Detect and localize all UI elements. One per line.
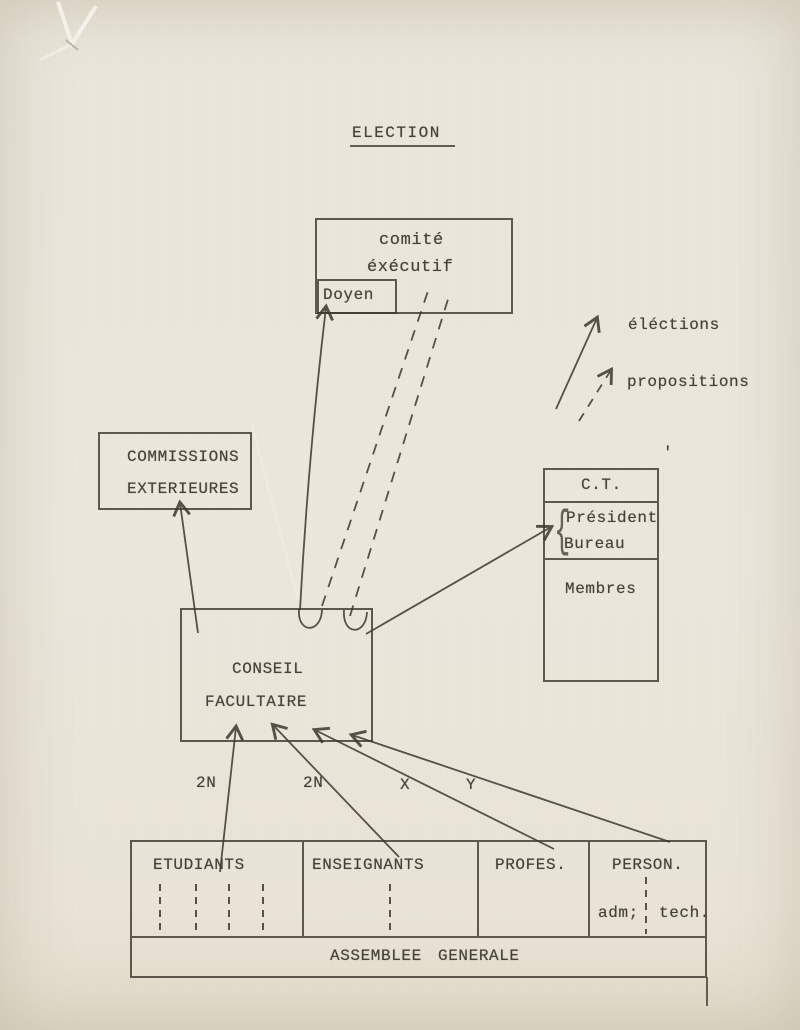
comite-line1: comité [379, 231, 444, 250]
hook-left [298, 608, 323, 629]
profes-label: PROFES. [495, 856, 567, 874]
comite-executif-box: comité éxécutif [315, 218, 513, 314]
ct-membres-label: Membres [565, 580, 637, 598]
legend-propositions-label: propositions [627, 373, 750, 391]
person-tech-label: tech. [659, 904, 711, 922]
commissions-exterieures-box: COMMISSIONS EXTERIEURES [98, 432, 252, 510]
etudiants-label: ETUDIANTS [153, 856, 245, 874]
ct-president-label: Président [566, 509, 658, 527]
arrow-enseignants-to-conseil [273, 725, 400, 858]
arrow-person-to-conseil [352, 735, 671, 843]
vote-label-etudiants: 2N [196, 774, 217, 792]
group-cell-etudiants: ETUDIANTS [132, 842, 304, 936]
ct-header: C.T. [581, 476, 622, 494]
doyen-label: Doyen [323, 286, 375, 304]
dashed-proposition-line-2 [349, 295, 450, 617]
arrow-conseil-to-doyen [299, 307, 326, 611]
arrow-etudiants-to-conseil [219, 727, 236, 873]
conseil-line1: CONSEIL [232, 660, 304, 678]
dashed-proposition-line-1 [321, 290, 429, 607]
assemblee-generale-label: ASSEMBLEE GENERALE [330, 947, 520, 965]
person-adm-label: adm; [598, 904, 639, 922]
vote-label-enseignants: 2N [303, 774, 324, 792]
ct-bureau-label: Bureau [564, 535, 626, 553]
conseil-facultaire-box: CONSEIL FACULTAIRE [180, 608, 373, 742]
arrow-profes-to-conseil [315, 730, 555, 850]
legend-elections-label: éléctions [628, 316, 720, 334]
conseil-line2: FACULTAIRE [205, 693, 308, 711]
ct-bureau-section: { Président Bureau [545, 504, 658, 561]
ct-header-section: C.T. [545, 470, 657, 503]
arrow-conseil-to-ct [365, 527, 551, 635]
vote-label-person: Y [466, 776, 477, 794]
legend-propositions-arrow [578, 370, 611, 422]
stray-mark: ' [663, 444, 674, 462]
commissions-line2: EXTERIEURES [127, 480, 240, 498]
ct-box: C.T. { Président Bureau Membres [543, 468, 659, 682]
ct-brace: { [554, 504, 571, 561]
assemblee-generale-bar: ASSEMBLEE GENERALE [130, 938, 707, 978]
person-label: PERSON. [612, 856, 684, 874]
group-cell-person: PERSON. adm; tech. [590, 842, 709, 936]
assembly-groups-row: ETUDIANTS ENSEIGNANTS PROFES. PERSON. ad… [130, 840, 709, 938]
legend-elections-arrow [555, 318, 597, 410]
vote-label-profes: X [400, 776, 411, 794]
enseignants-label: ENSEIGNANTS [312, 856, 425, 874]
etudiants-dashed-dividers [159, 884, 264, 936]
hook-right [343, 609, 368, 631]
commissions-line1: COMMISSIONS [127, 448, 240, 466]
group-cell-enseignants: ENSEIGNANTS [304, 842, 479, 936]
ct-membres-section: Membres [545, 562, 657, 680]
doyen-box: Doyen [317, 279, 397, 314]
comite-line2: éxécutif [367, 258, 454, 277]
arrow-conseil-to-commissions [180, 503, 199, 634]
page-title: ELECTION [350, 124, 455, 147]
group-cell-profes: PROFES. [479, 842, 590, 936]
